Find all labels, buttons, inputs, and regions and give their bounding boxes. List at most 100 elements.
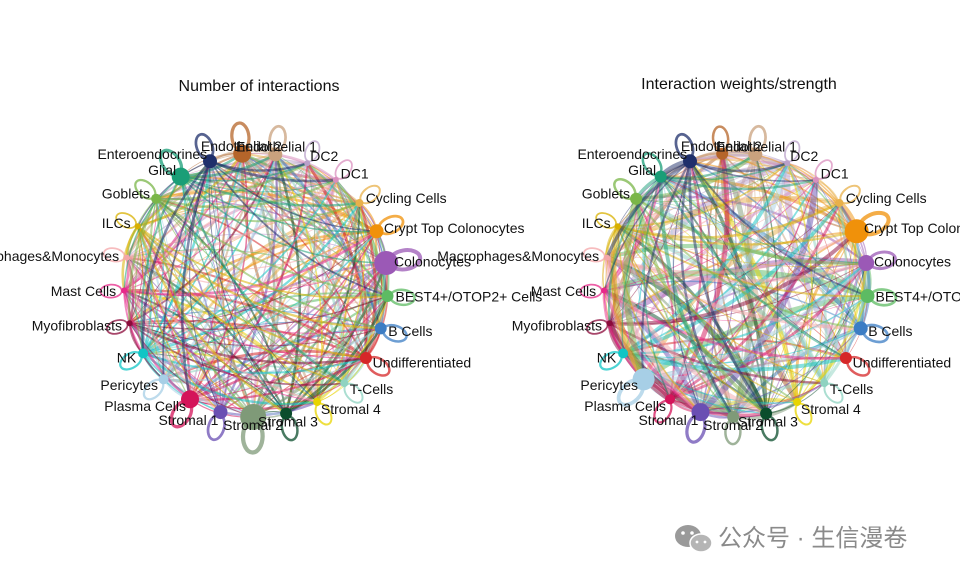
edge-goblets-to-dc2	[636, 162, 788, 202]
edge-glial-to-nk	[140, 176, 182, 354]
edge-goblets-to-best4-otop2-cells	[155, 197, 388, 298]
panel-interaction-weights-strength: Interaction weights/strength Endothelial…	[437, 76, 960, 446]
node-label-colonocytes: Colonocytes	[874, 254, 951, 270]
panel-title: Number of interactions	[179, 78, 340, 95]
edge-nk-to-cycling-cells	[622, 201, 841, 356]
edge-goblets-to-stromal-2	[155, 198, 254, 418]
edge-enteroendocrines-to-stromal-3	[208, 161, 287, 414]
edge-enteroendocrines-to-stromal-1	[673, 161, 701, 413]
edge-layer	[601, 149, 872, 420]
edge-plasma-cells-to-crypt-top-colonocytes	[189, 230, 378, 400]
node-label-best4-otop2-cells: BEST4+/OTOP2+ Cells	[876, 289, 960, 305]
node-label-ilcs: ILCs	[102, 215, 131, 231]
edge-glial-to-t-cells	[179, 176, 345, 385]
node-stromal-1	[691, 403, 710, 422]
edge-stromal-3-to-colonocytes	[765, 262, 867, 414]
edge-enteroendocrines-to-undifferentiated	[689, 161, 847, 359]
panel-title: Interaction weights/strength	[641, 76, 837, 93]
edge-best4-otop2-cells-to-endothelial-2	[241, 152, 389, 297]
node-stromal-4	[313, 398, 322, 406]
node-b-cells	[853, 321, 868, 336]
node-label-stromal-2: Stromal 2	[703, 417, 763, 433]
node-glial	[654, 170, 667, 183]
edge-stromal-3-to-b-cells	[285, 327, 382, 415]
edge-glial-to-colonocytes	[180, 176, 387, 264]
node-ilcs	[614, 223, 621, 230]
edge-enteroendocrines-to-stromal-2	[679, 161, 735, 418]
node-label-dc2: DC2	[790, 148, 818, 164]
edge-enteroendocrines-to-dc1	[689, 160, 816, 182]
node-label-nk: NK	[597, 350, 617, 366]
edge-t-cells-to-crypt-top-colonocytes	[823, 231, 859, 384]
edge-goblets-to-pericytes	[623, 197, 647, 381]
node-label-colonocytes: Colonocytes	[394, 254, 471, 270]
node-label-glial: Glial	[628, 162, 656, 178]
edge-myofibroblasts-to-undifferentiated	[129, 322, 367, 365]
edge-plasma-cells-to-enteroendocrines	[189, 161, 221, 400]
node-label-myofibroblasts: Myofibroblasts	[512, 318, 602, 334]
edge-macrophages-monocytes-to-colonocytes	[126, 256, 387, 288]
node-label-goblets: Goblets	[582, 186, 630, 202]
edge-glial-to-crypt-top-colonocytes	[180, 176, 377, 233]
node-nk	[618, 348, 629, 359]
node-label-b-cells: B Cells	[868, 323, 912, 339]
node-colonocytes	[858, 255, 875, 271]
edge-glial-to-nk	[621, 176, 662, 354]
node-nk	[138, 348, 149, 359]
edge-enteroendocrines-to-pericytes	[641, 160, 691, 380]
edge-ilcs-to-undifferentiated	[137, 225, 367, 359]
edge-goblets-to-undifferentiated	[155, 198, 367, 359]
edge-enteroendocrines-to-ilcs	[137, 160, 211, 227]
node-label-plasma-cells: Plasma Cells	[104, 398, 186, 414]
node-goblets	[151, 193, 162, 204]
watermark-text: 公众号 · 生信漫卷	[718, 525, 907, 552]
node-label-macrophages-monocytes: Macrophages&Monocytes	[0, 248, 119, 264]
edge-nk-to-stromal-4	[142, 352, 318, 406]
edge-enteroendocrines-to-best4-otop2-cells	[209, 160, 388, 297]
edge-enteroendocrines-to-macrophages-monocytes	[605, 159, 691, 259]
edge-enteroendocrines-to-stromal-4	[209, 161, 318, 403]
edge-nk-to-best4-otop2-cells	[623, 295, 868, 358]
edge-stromal-4-to-dc2	[786, 163, 813, 403]
node-label-mast-cells: Mast Cells	[51, 283, 116, 299]
node-stromal-4	[793, 398, 802, 406]
edge-plasma-cells-to-endothelial-2	[189, 153, 249, 400]
edge-macrophages-monocytes-to-stromal-3	[604, 256, 767, 416]
edge-glial-to-stromal-3	[180, 176, 287, 414]
edge-cycling-cells-to-enteroendocrines	[689, 158, 841, 204]
edge-enteroendocrines-to-crypt-top-colonocytes	[209, 160, 377, 232]
edge-glial-to-stromal-2	[658, 176, 735, 419]
edge-undifferentiated-to-mast-cells	[124, 289, 367, 360]
node-label-cycling-cells: Cycling Cells	[366, 190, 447, 206]
node-dc1	[812, 176, 819, 183]
edge-ilcs-to-myofibroblasts	[605, 226, 619, 324]
node-stromal-3	[760, 407, 773, 420]
node-label-endothelial-2: Endothelial 2	[201, 138, 282, 154]
node-label-stromal-1: Stromal 1	[158, 412, 218, 428]
node-label-dc1: DC1	[341, 166, 369, 182]
edge-stromal-3-to-endothelial-1	[274, 153, 302, 414]
node-label-undifferentiated: Undifferentiated	[853, 355, 952, 371]
node-dc1	[332, 176, 339, 183]
node-label-enteroendocrines: Enteroendocrines	[577, 146, 687, 162]
node-label-dc1: DC1	[821, 166, 849, 182]
node-label-stromal-4: Stromal 4	[801, 401, 861, 417]
node-glial	[171, 167, 190, 186]
edge-nk-to-crypt-top-colonocytes	[143, 230, 377, 354]
node-dc2	[304, 160, 311, 167]
edge-enteroendocrines-to-best4-otop2-cells	[689, 160, 868, 297]
node-mast-cells	[601, 287, 608, 294]
node-t-cells	[820, 379, 829, 388]
edge-ilcs-to-t-cells	[617, 225, 825, 384]
node-label-endothelial-1: Endothelial 1	[716, 139, 797, 155]
node-stromal-3	[280, 407, 293, 420]
edge-nk-to-goblets	[142, 198, 165, 354]
node-pericytes	[158, 374, 169, 385]
edge-pericytes-to-b-cells	[643, 326, 862, 382]
edge-glial-to-endothelial-1	[180, 153, 276, 179]
node-label-cycling-cells: Cycling Cells	[846, 190, 927, 206]
panel-number-of-interactions: Number of interactions Endothelial 2Endo…	[0, 78, 542, 455]
node-plasma-cells	[181, 390, 199, 409]
node-label-pericytes: Pericytes	[580, 377, 638, 393]
